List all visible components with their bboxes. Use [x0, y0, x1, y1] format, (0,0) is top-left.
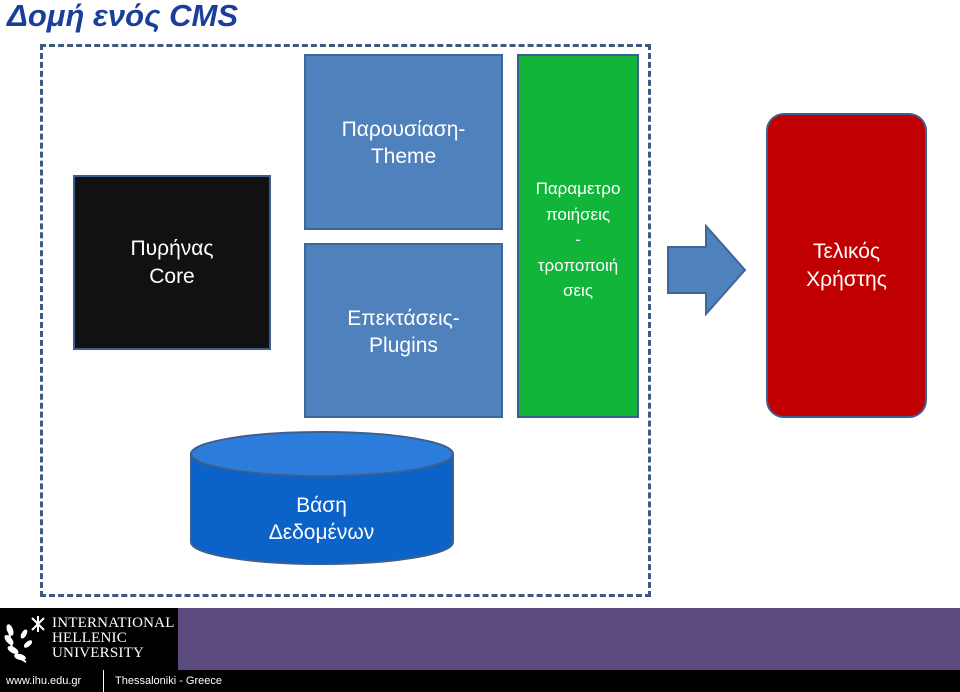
database-label-line2: Δεδομένων [268, 521, 375, 545]
university-name-line1: INTERNATIONAL [52, 615, 175, 631]
database-cylinder-icon [190, 431, 454, 565]
footer-location: Thessaloniki - Greece [115, 675, 222, 687]
theme-label-line2: Theme [370, 145, 437, 169]
core-label-line2: Core [149, 264, 195, 288]
footer-bottom-strip [0, 670, 960, 692]
customizations-label-line3: - [575, 230, 581, 249]
slide-title: Δομή ενός CMS [7, 0, 239, 33]
database-label: Βάση Δεδομένων [190, 492, 453, 547]
customizations-label-line2: ποιήσεις [545, 204, 611, 224]
plugins-box: Επεκτάσεις- Plugins [304, 243, 503, 418]
university-name: INTERNATIONAL HELLENIC UNIVERSITY [52, 616, 175, 661]
customizations-label-line1: Παραμετρο [535, 179, 621, 198]
laurel-wreath-icon [4, 616, 45, 663]
database-label-line1: Βάση [296, 494, 347, 517]
plugins-label-line2: Plugins [369, 334, 438, 358]
customizations-box: Παραμετρο ποιήσεις - τροποποιή σεις [517, 54, 639, 418]
footer-divider [103, 670, 104, 692]
right-arrow-icon [667, 224, 747, 316]
plugins-label-line1: Επεκτάσεις- [347, 307, 460, 330]
core-label-line1: Πυρήνας [130, 237, 214, 261]
footer-bar: INTERNATIONAL HELLENIC UNIVERSITY www.ih… [0, 608, 960, 692]
theme-box: Παρουσίαση- Theme [304, 54, 503, 230]
end-user-label-line1: Τελικός [812, 240, 881, 264]
university-logo: INTERNATIONAL HELLENIC UNIVERSITY [0, 608, 178, 670]
end-user-label-line2: Χρήστης [806, 267, 887, 291]
university-name-line3: UNIVERSITY [52, 645, 144, 661]
core-box: Πυρήνας Core [73, 175, 271, 350]
customizations-label-line5: σεις [562, 281, 594, 300]
university-name-line2: HELLENIC [52, 630, 127, 646]
end-user-box: Τελικός Χρήστης [766, 113, 927, 418]
theme-label-line1: Παρουσίαση- [341, 118, 466, 141]
customizations-label-line4: τροποποιή [537, 255, 619, 275]
footer-url: www.ihu.edu.gr [6, 675, 82, 687]
cms-boundary-frame [40, 44, 651, 597]
